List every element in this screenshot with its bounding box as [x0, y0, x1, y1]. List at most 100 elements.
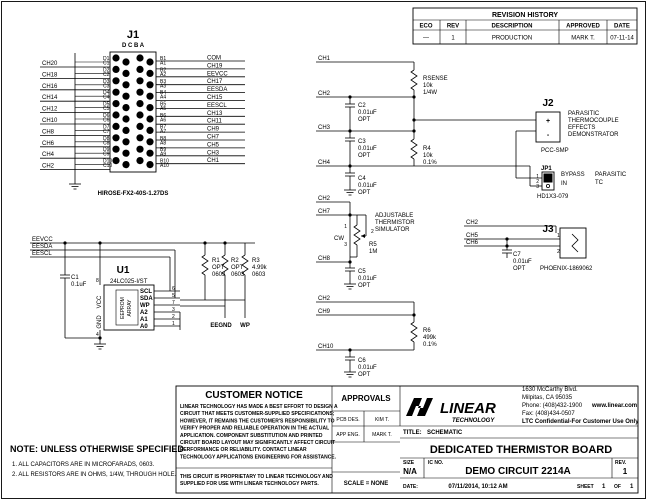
u1-pin-number: 3: [172, 307, 175, 313]
r3-resistor: [241, 254, 249, 276]
j1-pin-label-d: D1: [103, 56, 110, 62]
rev-row-date: 07-11-14: [610, 36, 634, 42]
rev-row-rev: 1: [451, 36, 455, 42]
u1-body: [103, 284, 155, 331]
c3-ref: C3: [358, 139, 366, 145]
j1-pin-label-c: C4: [103, 95, 110, 101]
customer-notice-line: VERIFY PROPER AND RELIABLE OPERATION IN …: [180, 426, 329, 432]
j1-pin-label-b: B7: [160, 124, 166, 130]
c4-ref: C4: [358, 176, 366, 182]
j1-right-net-label: COM: [207, 56, 221, 62]
j1-contact: [136, 157, 144, 165]
jp1-ref: JP1: [541, 166, 552, 172]
r6-tol: 0.1%: [423, 342, 437, 348]
date-value: 07/11/2014, 10:12 AM: [448, 484, 507, 490]
jumper-jp1: JP1 1 2 3 BYPASS IN PARASITIC TC HD1X3-0…: [414, 165, 627, 200]
net-label-ch10-a: CH10: [318, 344, 334, 350]
j1-right-side: COMCH19EEVCCCH17EESDACH15EESCLCH13CH11CH…: [156, 56, 245, 164]
of-value: 1: [630, 484, 634, 490]
j1-contact: [122, 126, 130, 134]
j1-contact: [146, 104, 154, 112]
customer-notice-line: APPLICATION. COMPONENT SUBSTITUTION AND …: [180, 433, 323, 439]
j1-contact: [122, 81, 130, 89]
c7-opt: OPT: [513, 266, 526, 272]
j1-pin-label-c: C8: [103, 140, 110, 146]
j1-contact: [122, 69, 130, 77]
customer-notice-line: CIRCUIT THAT MEETS CUSTOMER-SUPPLIED SPE…: [180, 411, 335, 417]
rev-header-eco: ECO: [419, 24, 432, 30]
r4-resistor: [410, 138, 418, 160]
approvals-app-value: MARK T.: [372, 432, 392, 438]
j1-pin-label-a: A10: [160, 163, 169, 169]
notes-line-2: 2. ALL RESISTORS ARE IN OHMS, 1/4W, THRO…: [12, 472, 177, 478]
j1-contact: [112, 134, 120, 142]
j1-contact: [112, 145, 120, 153]
j1-contact: [136, 54, 144, 62]
customer-notice-line: HOWEVER, IT REMAINS THE CUSTOMER'S RESPO…: [180, 418, 335, 424]
rev-row-eco: —: [423, 36, 429, 42]
title-label: TITLE:: [403, 430, 422, 436]
j1-pin-label-c: C10: [103, 163, 112, 169]
j1-contact: [122, 161, 130, 169]
notes-line-1: 1. ALL CAPACITORS ARE IN MICROFARADS, 06…: [12, 462, 155, 468]
c5-opt: OPT: [358, 283, 371, 289]
j1-right-net-label: CH11: [207, 119, 223, 125]
r4-ref: R4: [423, 146, 431, 152]
r3-ref: R3: [252, 258, 260, 264]
u1-pin-number: 1: [172, 321, 175, 327]
c3-value: 0.01uF: [358, 146, 377, 152]
j1-left-net-label: CH16: [42, 84, 58, 90]
title-sub: SCHEMATIC: [427, 430, 463, 436]
thermistor-simulator: CH2 CH7 1 2 3 CW R5 1M ADJUSTABLE THERMI…: [316, 196, 415, 290]
r5-note-3: SIMULATOR: [375, 227, 410, 233]
j1-pin-label-a: A1: [160, 61, 166, 67]
j1-pin-label-c: C6: [103, 118, 110, 124]
rsense-rating: 1/4W: [423, 90, 437, 96]
c6-value: 0.01uF: [358, 365, 377, 371]
j2-note-4: DEMONSTRATOR: [568, 132, 619, 138]
j2-plus: +: [546, 118, 550, 125]
u1-pin-name: SCL: [140, 289, 152, 295]
jp1-pin-3: 3: [536, 184, 539, 190]
c6-opt: OPT: [358, 372, 371, 378]
j1-pin-label-d: D10: [103, 159, 112, 165]
rev-header-description: DESCRIPTION: [491, 24, 532, 30]
rev-label: REV.: [615, 460, 627, 466]
c4-opt: OPT: [358, 190, 371, 196]
u1-pin-name: WP: [140, 303, 150, 309]
j1-pin-label-d: D8: [103, 136, 110, 142]
title-block: CUSTOMER NOTICE LINEAR TECHNOLOGY HAS MA…: [175, 385, 639, 494]
c5-ref: C5: [358, 269, 366, 275]
j1-left-net-label: CH14: [42, 95, 58, 101]
j1-right-net-label: CH13: [207, 111, 223, 117]
j1-pin-label-c: C2: [103, 72, 110, 78]
title-main: DEDICATED THERMISTOR BOARD: [430, 444, 612, 456]
j1-left-net-label: CH18: [42, 72, 58, 78]
customer-notice-body: LINEAR TECHNOLOGY HAS MADE A BEST EFFORT…: [180, 404, 338, 460]
logo-sub: TECHNOLOGY: [452, 418, 495, 424]
j1-part-number: HIROSE-FX2-40S-1.27DS: [98, 191, 169, 197]
c3-opt: OPT: [358, 153, 371, 159]
jp1-in: IN: [561, 181, 567, 187]
c6-ref: C6: [358, 358, 366, 364]
jp1-pin-1: 1: [536, 174, 539, 180]
j1-pin-label-b: B9: [160, 147, 166, 153]
customer-notice-line: TECHNOLOGY APPLICATIONS ENGINEERING FOR …: [180, 454, 337, 460]
jp1-note-2: TC: [595, 180, 604, 186]
r1-opt: OPT: [212, 265, 225, 271]
j1-contact: [146, 161, 154, 169]
r6-ref: R6: [423, 328, 431, 334]
company-confidential: LTC Confidential-For Customer Use Only: [522, 419, 639, 425]
logo-text: LINEAR: [440, 400, 496, 417]
j1-pin-label-d: D4: [103, 90, 110, 96]
j1-contact: [112, 88, 120, 96]
net-label-eesda: EESDA: [32, 244, 52, 250]
approvals-title: APPROVALS: [341, 394, 391, 403]
j1-right-net-label: CH9: [207, 127, 220, 133]
net-label-ch2-d: CH2: [318, 296, 331, 302]
j1-pin-label-b: B4: [160, 90, 166, 96]
sheet-label: SHEET: [577, 484, 594, 490]
notice-footer-1: THIS CIRCUIT IS PROPRIETARY TO LINEAR TE…: [180, 474, 333, 480]
j1-right-net-label: CH7: [207, 135, 220, 141]
r5-note-2: THERMISTOR: [375, 220, 415, 226]
